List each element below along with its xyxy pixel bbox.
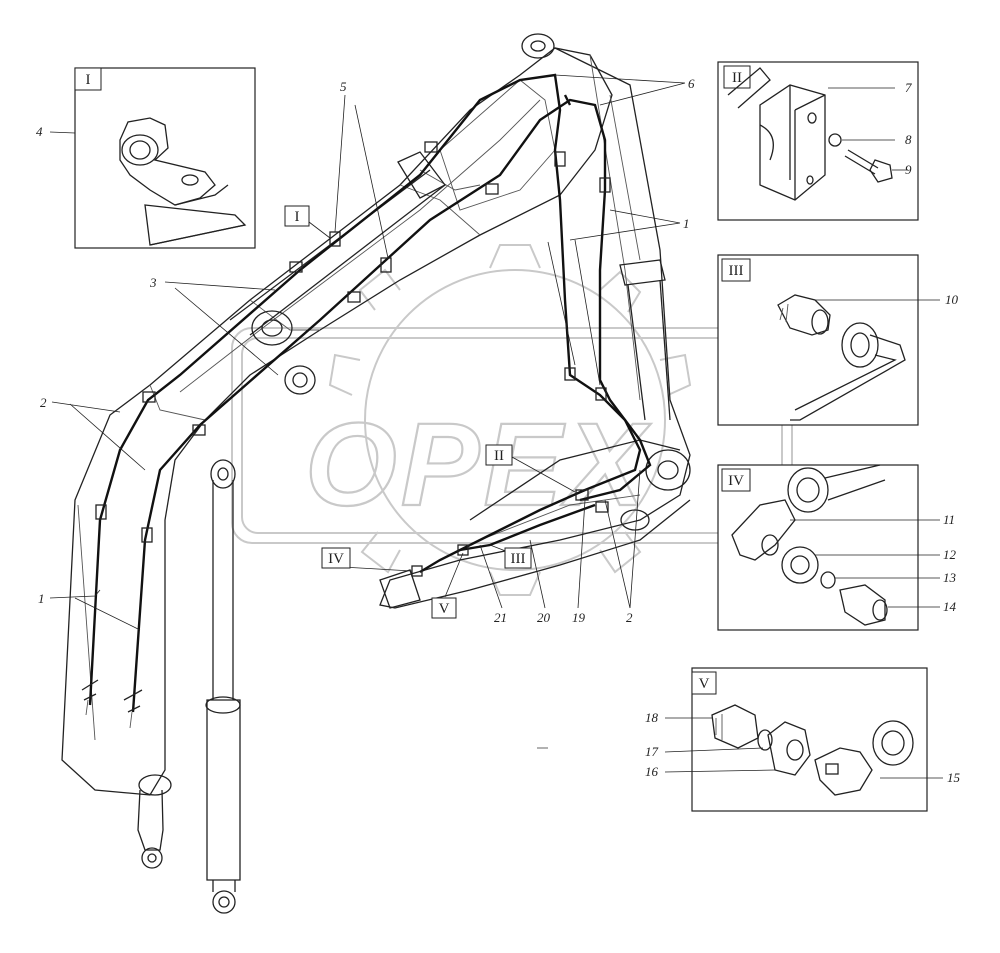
label-2-left: 2 xyxy=(40,395,47,410)
arm-tip xyxy=(379,569,421,609)
watermark: OPEX xyxy=(231,244,793,596)
callout-III: III xyxy=(504,547,532,569)
callout-IV: IV xyxy=(321,547,351,569)
label-1-left: 1 xyxy=(38,591,45,606)
pipelines xyxy=(81,73,652,729)
washer xyxy=(828,133,842,147)
svg-text:16: 16 xyxy=(645,764,659,779)
boom-pivot-boss xyxy=(251,310,293,346)
callout-II: II xyxy=(485,444,513,466)
svg-text:9: 9 xyxy=(905,162,912,177)
svg-text:13: 13 xyxy=(943,570,957,585)
svg-text:V: V xyxy=(699,676,710,692)
boom-top-pivot xyxy=(521,33,555,59)
watermark-frame xyxy=(231,327,793,544)
svg-text:II: II xyxy=(732,70,742,86)
label-4: 4 xyxy=(36,124,43,139)
svg-text:III: III xyxy=(511,551,526,567)
right-cylinder-barrel xyxy=(206,699,241,881)
svg-text:17: 17 xyxy=(645,744,659,759)
callout-I: I xyxy=(284,205,331,239)
watermark-text: OPEX xyxy=(305,399,651,531)
svg-text:III: III xyxy=(729,263,744,279)
pipe-nut xyxy=(841,322,879,368)
svg-text:12: 12 xyxy=(943,547,957,562)
detail-panel-V: V 18 17 16 15 xyxy=(645,667,961,812)
label-20: 20 xyxy=(537,610,551,625)
label-3: 3 xyxy=(149,275,157,290)
svg-text:II: II xyxy=(494,448,504,464)
svg-text:18: 18 xyxy=(645,710,659,725)
watermark-gear xyxy=(328,244,692,596)
boom-cylinders xyxy=(137,459,241,914)
svg-text:15: 15 xyxy=(947,770,961,785)
svg-text:I: I xyxy=(86,72,91,88)
detail-panel-III: III 10 xyxy=(717,254,959,426)
nipple-fitting xyxy=(777,294,831,336)
label-19: 19 xyxy=(572,610,586,625)
label-1-top: 1 xyxy=(683,216,690,231)
svg-text:IV: IV xyxy=(328,551,344,567)
elbow-fitting xyxy=(731,499,796,561)
svg-text:10: 10 xyxy=(945,292,959,307)
callout-V: V xyxy=(431,597,457,619)
arm-cylinder-head xyxy=(619,259,666,286)
svg-text:14: 14 xyxy=(943,599,957,614)
elbow-fitting-v xyxy=(814,747,873,796)
label-2-bottom: 2 xyxy=(626,610,633,625)
svg-text:I: I xyxy=(295,209,300,225)
right-cylinder-rod xyxy=(212,480,234,700)
svg-text:7: 7 xyxy=(905,80,912,95)
hose-fittings xyxy=(95,141,611,577)
svg-text:V: V xyxy=(439,601,450,617)
label-21: 21 xyxy=(494,610,507,625)
label-5: 5 xyxy=(340,79,347,94)
label-6: 6 xyxy=(688,76,695,91)
svg-text:IV: IV xyxy=(728,473,744,489)
pipe-clamp xyxy=(119,117,216,206)
detail-panel-I: I xyxy=(74,67,256,249)
part-numbers: 1 1 2 2 3 4 5 6 19 20 21 xyxy=(36,76,695,625)
svg-text:8: 8 xyxy=(905,132,912,147)
detail-panel-IV: IV 11 12 13 14 xyxy=(717,464,957,631)
detail-panel-II: II 7 8 9 xyxy=(717,61,919,221)
svg-text:11: 11 xyxy=(943,512,955,527)
